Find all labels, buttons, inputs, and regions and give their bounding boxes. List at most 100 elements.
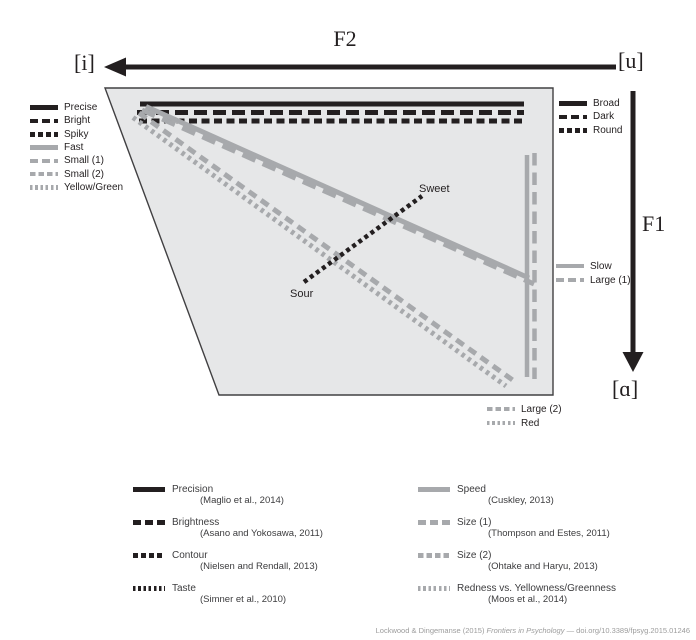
slow-line-swatch bbox=[556, 263, 584, 269]
legend-right-top: Broad Dark Round bbox=[559, 97, 622, 137]
legend-item-small-2: Small (2) bbox=[30, 167, 123, 180]
legend-item-bright: Bright bbox=[30, 114, 123, 127]
yellowgreen-red-line bbox=[131, 115, 508, 389]
study-dimension: Size (1) bbox=[457, 516, 492, 528]
study-dimension: Size (2) bbox=[457, 549, 492, 561]
round-line-swatch bbox=[559, 127, 587, 133]
legend-label: Large (1) bbox=[590, 274, 631, 286]
study-citation: (Nielsen and Rendall, 2013) bbox=[200, 561, 318, 572]
legend-label: Yellow/Green bbox=[64, 181, 124, 193]
legend-item-brightness: Brightness (Asano and Yokosawa, 2011) bbox=[133, 516, 323, 540]
legend-label: Precise bbox=[64, 102, 98, 114]
vowel-i-label: [i] bbox=[74, 50, 95, 75]
study-dimension: Brightness bbox=[172, 516, 220, 528]
vowel-a-label: [ɑ] bbox=[612, 376, 639, 401]
contour-line-swatch bbox=[133, 552, 165, 558]
legend-label: Red bbox=[521, 417, 540, 429]
footer-citation: Lockwood & Dingemanse (2015) Frontiers i… bbox=[376, 626, 690, 635]
redness-line-swatch bbox=[418, 585, 450, 591]
red-line-swatch bbox=[487, 420, 515, 426]
small1-line-swatch bbox=[30, 158, 58, 164]
study-citation: (Maglio et al., 2014) bbox=[200, 495, 284, 506]
bright-line-swatch bbox=[30, 118, 58, 124]
vowel-u-label: [u] bbox=[618, 48, 644, 73]
legend-left: Precise Bright Spiky Fast Small (1) Smal… bbox=[30, 101, 123, 194]
legend-item-size-2: Size (2) (Ohtake and Haryu, 2013) bbox=[418, 549, 616, 573]
study-dimension: Redness vs. Yellowness/Greenness bbox=[457, 582, 616, 594]
size2-line-swatch bbox=[418, 552, 450, 558]
f2-axis-label: F2 bbox=[333, 26, 357, 51]
legend-label: Slow bbox=[590, 260, 612, 272]
legend-label: Small (2) bbox=[64, 168, 105, 180]
sour-label: Sour bbox=[290, 288, 314, 300]
sweet-label: Sweet bbox=[419, 183, 450, 195]
legend-item-large-1: Large (1) bbox=[556, 273, 631, 287]
study-citation: (Moos et al., 2014) bbox=[488, 594, 568, 605]
bottom-legend-left-column: Precision (Maglio et al., 2014) Brightne… bbox=[133, 483, 323, 615]
legend-item-size-1: Size (1) (Thompson and Estes, 2011) bbox=[418, 516, 616, 540]
legend-item-slow: Slow bbox=[556, 259, 631, 273]
spiky-line-swatch bbox=[30, 131, 58, 137]
legend-item-spiky: Spiky bbox=[30, 128, 123, 141]
legend-item-redness: Redness vs. Yellowness/Greenness (Moos e… bbox=[418, 582, 616, 606]
legend-item-yellow-green: Yellow/Green bbox=[30, 181, 123, 194]
legend-right-mid: Slow Large (1) bbox=[556, 259, 631, 287]
f2-axis-arrowhead-icon bbox=[104, 57, 126, 77]
legend-item-precision: Precision (Maglio et al., 2014) bbox=[133, 483, 323, 507]
legend-label: Dark bbox=[593, 111, 615, 123]
legend-label: Fast bbox=[64, 142, 84, 154]
legend-item-red: Red bbox=[487, 416, 562, 430]
legend-label: Broad bbox=[593, 98, 620, 110]
broad-line-swatch bbox=[559, 101, 587, 106]
fast-slow-line bbox=[144, 104, 531, 281]
legend-item-contour: Contour (Nielsen and Rendall, 2013) bbox=[133, 549, 323, 573]
study-dimension: Contour bbox=[172, 549, 208, 561]
study-citation: (Simner et al., 2010) bbox=[200, 594, 287, 605]
legend-label: Large (2) bbox=[521, 403, 562, 415]
large1-line-swatch bbox=[556, 277, 584, 283]
legend-item-fast: Fast bbox=[30, 141, 123, 154]
legend-item-broad: Broad bbox=[559, 97, 622, 110]
legend-item-taste: Taste (Simner et al., 2010) bbox=[133, 582, 323, 606]
legend-below-plot: Large (2) Red bbox=[487, 402, 562, 430]
study-dimension: Taste bbox=[172, 582, 196, 594]
study-citation: (Thompson and Estes, 2011) bbox=[488, 528, 610, 539]
legend-label: Round bbox=[593, 124, 623, 136]
legend-item-small-1: Small (1) bbox=[30, 154, 123, 167]
legend-item-precise: Precise bbox=[30, 101, 123, 114]
small1-large1-line bbox=[140, 107, 536, 287]
vowel-space-trapezoid bbox=[103, 87, 554, 396]
legend-label: Small (1) bbox=[64, 155, 105, 167]
legend-item-large-2: Large (2) bbox=[487, 402, 562, 416]
size1-line-swatch bbox=[418, 519, 450, 525]
study-dimension: Precision bbox=[172, 483, 214, 495]
large2-line-swatch bbox=[487, 406, 515, 412]
taste-line-swatch bbox=[133, 585, 165, 591]
small2-line-swatch bbox=[30, 171, 58, 177]
sour-sweet-line bbox=[302, 194, 424, 284]
footer-suffix: — doi.org/10.3389/fpsyg.2015.01246 bbox=[564, 626, 690, 635]
study-citation: (Ohtake and Haryu, 2013) bbox=[488, 561, 598, 572]
legend-item-round: Round bbox=[559, 124, 622, 137]
study-dimension: Speed bbox=[457, 483, 486, 495]
bottom-legend-right-column: Speed (Cuskley, 2013) Size (1) (Thompson… bbox=[418, 483, 616, 615]
study-citation: (Cuskley, 2013) bbox=[488, 495, 554, 506]
legend-item-dark: Dark bbox=[559, 110, 622, 123]
fast-line-swatch bbox=[30, 145, 58, 150]
f1-axis-arrowhead-icon bbox=[622, 352, 644, 372]
yellowgreen-line-swatch bbox=[30, 185, 58, 190]
f1-axis-label: F1 bbox=[642, 211, 666, 236]
precise-line-swatch bbox=[30, 105, 58, 110]
legend-label: Bright bbox=[64, 115, 91, 127]
footer-prefix: Lockwood & Dingemanse (2015) bbox=[375, 626, 487, 635]
legend-label: Spiky bbox=[64, 128, 89, 140]
dark-line-swatch bbox=[559, 114, 587, 120]
brightness-line-swatch bbox=[133, 519, 165, 525]
small2-large2-line bbox=[137, 110, 516, 384]
precision-line-swatch bbox=[133, 486, 165, 492]
speed-line-swatch bbox=[418, 486, 450, 492]
study-citation: (Asano and Yokosawa, 2011) bbox=[200, 528, 323, 539]
legend-item-speed: Speed (Cuskley, 2013) bbox=[418, 483, 616, 507]
